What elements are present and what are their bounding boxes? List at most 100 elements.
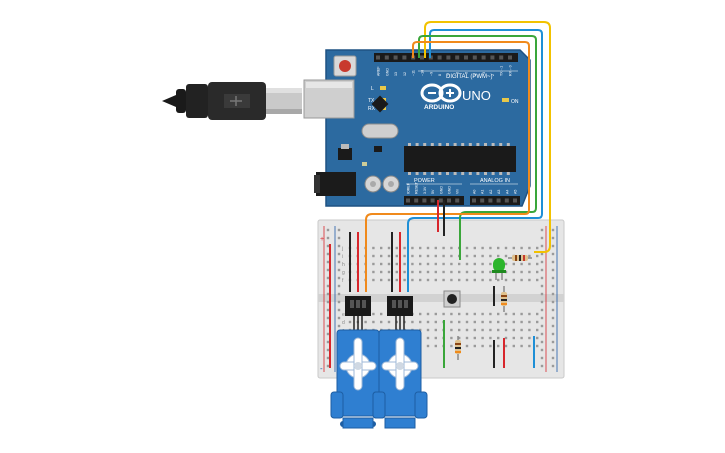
breadboard-hole[interactable] <box>528 328 531 332</box>
breadboard-hole[interactable] <box>395 246 398 250</box>
breadboard-hole[interactable] <box>403 278 406 282</box>
breadboard-hole[interactable] <box>450 328 453 332</box>
breadboard-hole[interactable] <box>419 254 422 258</box>
breadboard-hole[interactable] <box>434 320 437 324</box>
breadboard-hole[interactable] <box>520 328 523 332</box>
breadboard-hole[interactable] <box>387 278 391 282</box>
breadboard-hole[interactable] <box>450 254 453 258</box>
rail-hole[interactable] <box>326 300 330 304</box>
rail-hole[interactable] <box>551 244 555 248</box>
digital-pin-hole[interactable] <box>420 55 424 60</box>
power-pin-hole[interactable] <box>447 198 451 203</box>
rail-hole[interactable] <box>326 284 330 288</box>
breadboard-hole[interactable] <box>465 336 469 340</box>
breadboard-hole[interactable] <box>458 320 461 324</box>
analog-pin-hole[interactable] <box>496 198 501 203</box>
breadboard-hole[interactable] <box>481 320 484 324</box>
breadboard-hole[interactable] <box>528 320 531 324</box>
breadboard-hole[interactable] <box>442 312 445 316</box>
digital-pin-hole[interactable] <box>472 55 477 60</box>
breadboard-hole[interactable] <box>481 246 484 250</box>
breadboard-hole[interactable] <box>426 312 430 316</box>
rail-hole[interactable] <box>551 292 555 296</box>
rail-hole[interactable] <box>540 268 544 272</box>
breadboard-hole[interactable] <box>528 262 531 266</box>
breadboard-hole[interactable] <box>528 254 531 258</box>
digital-pin-hole[interactable] <box>481 55 486 60</box>
rail-hole[interactable] <box>551 364 555 368</box>
breadboard-hole[interactable] <box>489 278 492 282</box>
breadboard-hole[interactable] <box>465 246 469 250</box>
rail-hole[interactable] <box>337 228 341 232</box>
digital-pin-hole[interactable] <box>464 55 468 60</box>
breadboard-hole[interactable] <box>426 254 430 258</box>
breadboard-hole[interactable] <box>504 328 508 332</box>
breadboard-hole[interactable] <box>465 312 469 316</box>
rail-hole[interactable] <box>540 228 544 232</box>
breadboard-hole[interactable] <box>489 262 492 266</box>
breadboard-hole[interactable] <box>380 320 383 324</box>
rail-hole[interactable] <box>337 244 341 248</box>
breadboard-hole[interactable] <box>465 328 469 332</box>
breadboard-hole[interactable] <box>450 312 453 316</box>
breadboard-hole[interactable] <box>426 262 430 266</box>
rail-hole[interactable] <box>540 284 544 288</box>
power-pin-hole[interactable] <box>406 198 410 203</box>
rail-hole[interactable] <box>540 300 544 304</box>
pushbutton[interactable] <box>443 290 461 308</box>
green-led[interactable] <box>492 258 506 280</box>
breadboard-hole[interactable] <box>473 270 476 274</box>
breadboard-hole[interactable] <box>489 328 492 332</box>
breadboard-hole[interactable] <box>434 270 437 274</box>
breadboard-hole[interactable] <box>442 254 445 258</box>
rail-hole[interactable] <box>551 276 555 280</box>
analog-pin-hole[interactable] <box>480 198 485 203</box>
rail-hole[interactable] <box>337 268 341 272</box>
breadboard-hole[interactable] <box>434 312 437 316</box>
rail-hole[interactable] <box>540 276 544 280</box>
breadboard-hole[interactable] <box>411 246 414 250</box>
breadboard-hole[interactable] <box>395 320 398 324</box>
breadboard-hole[interactable] <box>489 254 492 258</box>
breadboard-hole[interactable] <box>411 262 414 266</box>
breadboard-hole[interactable] <box>380 246 383 250</box>
rail-hole[interactable] <box>326 260 330 264</box>
breadboard-hole[interactable] <box>465 278 469 282</box>
analog-pin-hole[interactable] <box>488 198 493 203</box>
breadboard-hole[interactable] <box>528 344 531 348</box>
rail-hole[interactable] <box>551 252 555 256</box>
rail-hole[interactable] <box>551 316 555 320</box>
breadboard-hole[interactable] <box>380 278 383 282</box>
breadboard-hole[interactable] <box>450 344 453 348</box>
breadboard-hole[interactable] <box>426 320 430 324</box>
breadboard-hole[interactable] <box>497 320 500 324</box>
rail-hole[interactable] <box>326 244 330 248</box>
breadboard-hole[interactable] <box>348 320 352 324</box>
breadboard-hole[interactable] <box>442 270 445 274</box>
breadboard-hole[interactable] <box>387 254 391 258</box>
digital-pin-hole[interactable] <box>490 55 495 60</box>
breadboard-hole[interactable] <box>497 246 500 250</box>
breadboard-hole[interactable] <box>465 270 469 274</box>
breadboard-hole[interactable] <box>450 336 453 340</box>
breadboard-hole[interactable] <box>536 254 539 258</box>
rail-hole[interactable] <box>540 292 544 296</box>
breadboard-hole[interactable] <box>497 344 500 348</box>
breadboard-wires[interactable] <box>329 232 535 368</box>
breadboard-hole[interactable] <box>497 336 500 340</box>
breadboard-hole[interactable] <box>512 262 515 266</box>
analog-pin-hole[interactable] <box>513 198 517 203</box>
digital-pin-hole[interactable] <box>508 55 512 60</box>
breadboard-hole[interactable] <box>504 320 508 324</box>
breadboard-hole[interactable] <box>520 344 523 348</box>
breadboard-hole[interactable] <box>536 270 539 274</box>
rail-hole[interactable] <box>551 308 555 312</box>
breadboard-hole[interactable] <box>395 270 398 274</box>
breadboard-hole[interactable] <box>520 246 523 250</box>
breadboard-hole[interactable] <box>426 328 430 332</box>
breadboard-hole[interactable] <box>536 320 539 324</box>
breadboard-hole[interactable] <box>481 344 484 348</box>
reset-button[interactable] <box>333 55 357 77</box>
breadboard-hole[interactable] <box>504 344 508 348</box>
